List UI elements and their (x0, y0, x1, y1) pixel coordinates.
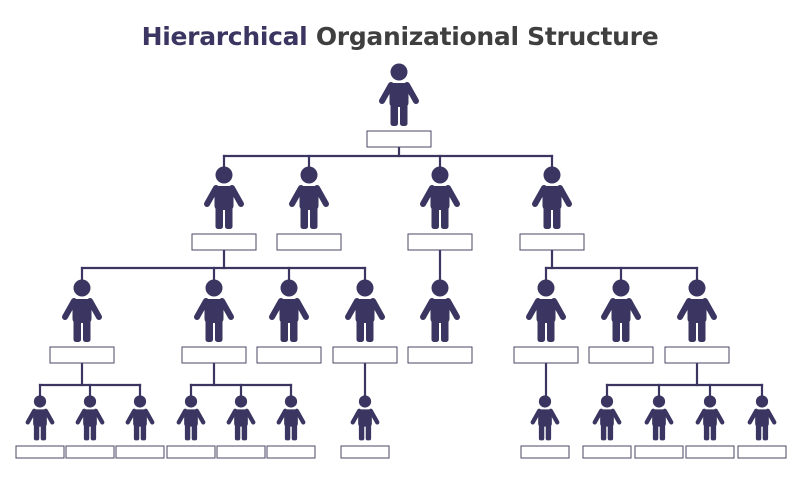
title-rest: Organizational Structure (307, 22, 659, 51)
title-accent: Hierarchical (141, 22, 308, 51)
name-box (519, 233, 585, 251)
person-icon (592, 395, 622, 441)
name-box (582, 445, 632, 459)
person-icon (601, 279, 641, 342)
org-nodes (15, 63, 787, 459)
name-box (49, 346, 115, 364)
person-icon (420, 166, 460, 229)
person-icon (677, 279, 717, 342)
name-box (166, 445, 216, 459)
page-title: Hierarchical Organizational Structure (0, 22, 800, 51)
name-box (366, 130, 432, 148)
name-box (181, 346, 247, 364)
person-icon (289, 166, 329, 229)
person-icon (176, 395, 206, 441)
person-icon (75, 395, 105, 441)
connector-lines (38, 145, 764, 399)
person-icon (226, 395, 256, 441)
person-icon (276, 395, 306, 441)
name-box (332, 346, 398, 364)
person-icon (345, 279, 385, 342)
name-box (588, 346, 654, 364)
name-box (634, 445, 684, 459)
name-box (256, 346, 322, 364)
name-box (407, 346, 473, 364)
name-box (65, 445, 115, 459)
person-icon (695, 395, 725, 441)
person-icon (194, 279, 234, 342)
person-icon (62, 279, 102, 342)
name-box (520, 445, 570, 459)
person-icon (25, 395, 55, 441)
name-box (664, 346, 730, 364)
name-box (276, 233, 342, 251)
name-box (15, 445, 65, 459)
name-box (191, 233, 257, 251)
name-box (685, 445, 735, 459)
name-box (737, 445, 787, 459)
person-icon (204, 166, 244, 229)
name-box (340, 445, 390, 459)
person-icon (747, 395, 777, 441)
person-icon (420, 279, 460, 342)
person-icon (526, 279, 566, 342)
person-icon (530, 395, 560, 441)
person-icon (379, 63, 419, 126)
name-box (115, 445, 165, 459)
person-icon (125, 395, 155, 441)
name-box (266, 445, 316, 459)
person-icon (350, 395, 380, 441)
name-box (407, 233, 473, 251)
name-box (513, 346, 579, 364)
person-icon (644, 395, 674, 441)
person-icon (269, 279, 309, 342)
name-box (216, 445, 266, 459)
person-icon (532, 166, 572, 229)
